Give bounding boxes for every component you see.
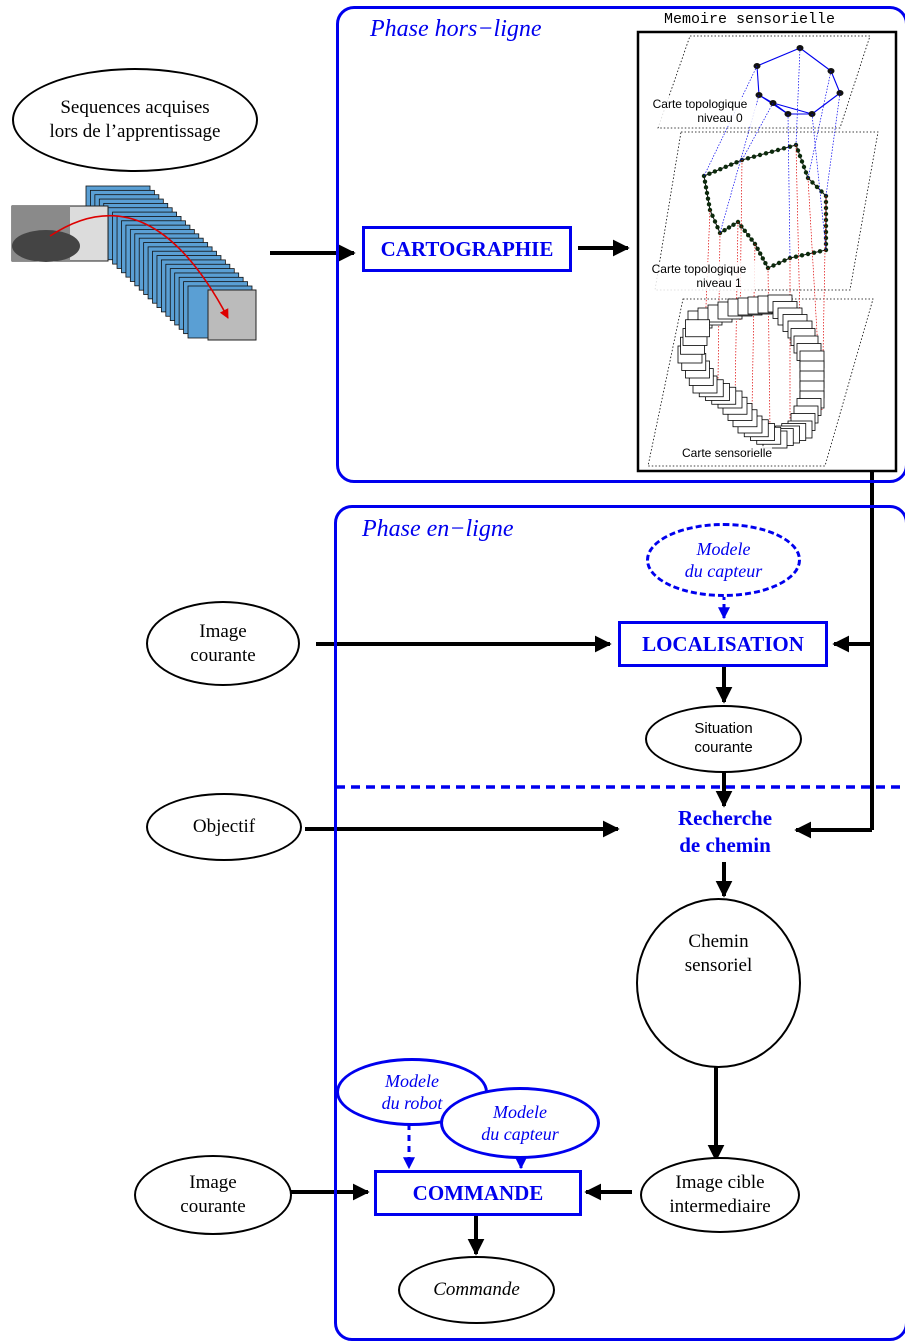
level0-line1: Carte topologique — [653, 97, 748, 111]
sensory-path-line1: Chemin — [688, 930, 748, 954]
learning-sequences-ellipse: Sequences acquises lors de l’apprentissa… — [12, 68, 258, 172]
current-image-2-line2: courante — [180, 1195, 245, 1219]
current-situation-ellipse: Situation courante — [645, 705, 802, 773]
level1-line2: niveau 1 — [656, 276, 741, 290]
memory-title: Memoire sensorielle — [664, 11, 835, 28]
sensory-path-ellipse: Chemin sensoriel — [636, 898, 801, 1068]
current-image-ellipse-2: Image courante — [134, 1155, 292, 1235]
sensor-model-2-line2: du capteur — [481, 1123, 558, 1146]
situation-line1: Situation — [694, 720, 752, 739]
learning-sequences-line1: Sequences acquises — [60, 96, 209, 120]
online-phase-title: Phase en−ligne — [362, 516, 514, 543]
level0-line2: niveau 0 — [657, 111, 742, 125]
current-image-2-line1: Image — [189, 1171, 236, 1195]
camera-frame-end — [208, 290, 256, 340]
sensor-model-1-line1: Modele — [697, 538, 751, 561]
sensor-model-ellipse-1: Modele du capteur — [646, 523, 801, 597]
command-box: COMMANDE — [374, 1170, 582, 1216]
path-search-label: Recherche de chemin — [650, 805, 800, 860]
current-image-1-line1: Image — [199, 620, 246, 644]
sensor-model-1-line2: du capteur — [685, 560, 762, 583]
path-search-line1: Recherche — [678, 806, 772, 830]
target-image-line1: Image cible — [675, 1171, 764, 1195]
topological-map-level0-label: Carte topologique niveau 0 — [644, 97, 756, 126]
offline-phase-title: Phase hors−ligne — [370, 16, 542, 43]
sensory-path-line2: sensoriel — [685, 954, 753, 978]
command-output-ellipse: Commande — [398, 1256, 555, 1324]
robot-model-line1: Modele — [385, 1070, 439, 1093]
current-image-ellipse-1: Image courante — [146, 601, 300, 686]
level1-line1: Carte topologique — [652, 262, 747, 276]
situation-line2: courante — [694, 739, 752, 758]
learning-sequences-line2: lors de l’apprentissage — [50, 120, 221, 144]
objective-ellipse: Objectif — [146, 793, 302, 861]
path-search-line2: de chemin — [679, 833, 771, 857]
camera-road — [12, 230, 80, 262]
sensory-map-label: Carte sensorielle — [682, 446, 772, 460]
robot-model-line2: du robot — [382, 1092, 443, 1115]
target-image-line2: intermediaire — [669, 1195, 770, 1219]
localisation-box: LOCALISATION — [618, 621, 828, 667]
mapping-box: CARTOGRAPHIE — [362, 226, 572, 272]
sensor-model-2-line1: Modele — [493, 1101, 547, 1124]
current-image-1-line2: courante — [190, 644, 255, 668]
target-image-ellipse: Image cible intermediaire — [640, 1157, 800, 1233]
topological-map-level1-label: Carte topologique niveau 1 — [643, 262, 755, 291]
learning-image-stack — [12, 186, 256, 340]
sensor-model-ellipse-2: Modele du capteur — [440, 1087, 600, 1159]
